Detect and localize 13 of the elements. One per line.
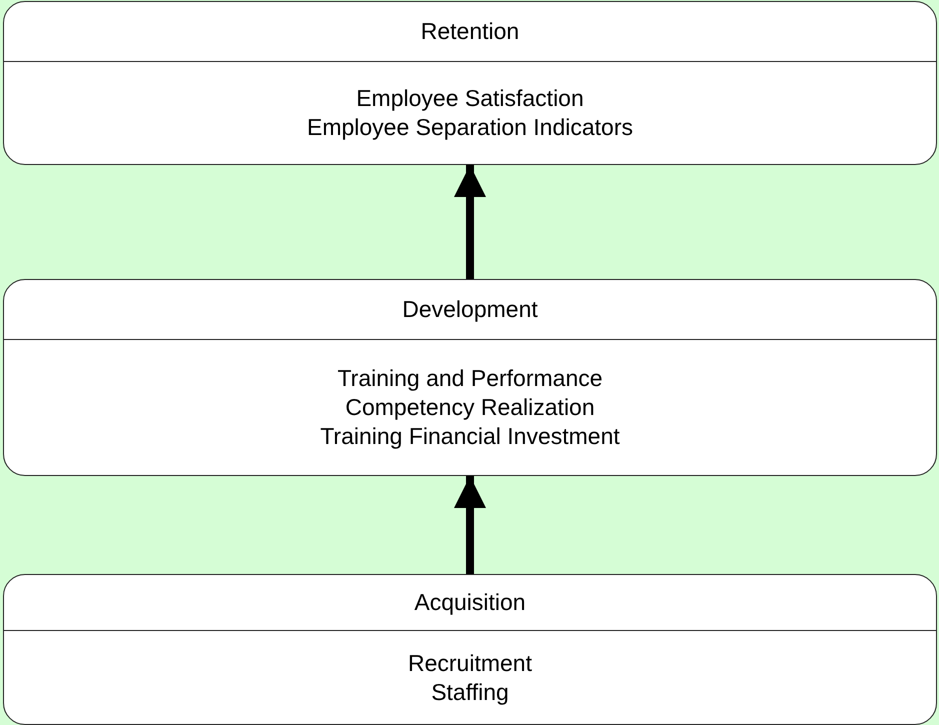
metric-text: Employee Satisfaction <box>356 84 584 113</box>
stage-box <box>3 279 937 476</box>
metric-text: Staffing <box>431 678 509 706</box>
stage-heading: Acquisition <box>414 589 526 616</box>
metric-text: Competency Realization <box>345 393 595 422</box>
stage-box <box>3 1 937 165</box>
stage-box <box>3 574 937 725</box>
metric-text: Training Financial Investment <box>320 422 620 451</box>
metric-text: Employee Separation Indicators <box>306 113 634 142</box>
metric-text: Training and Performance <box>337 364 603 393</box>
metric-text: Recruitment <box>408 648 532 678</box>
stage-heading: Retention <box>420 18 520 45</box>
stage-heading: Development <box>402 296 538 323</box>
